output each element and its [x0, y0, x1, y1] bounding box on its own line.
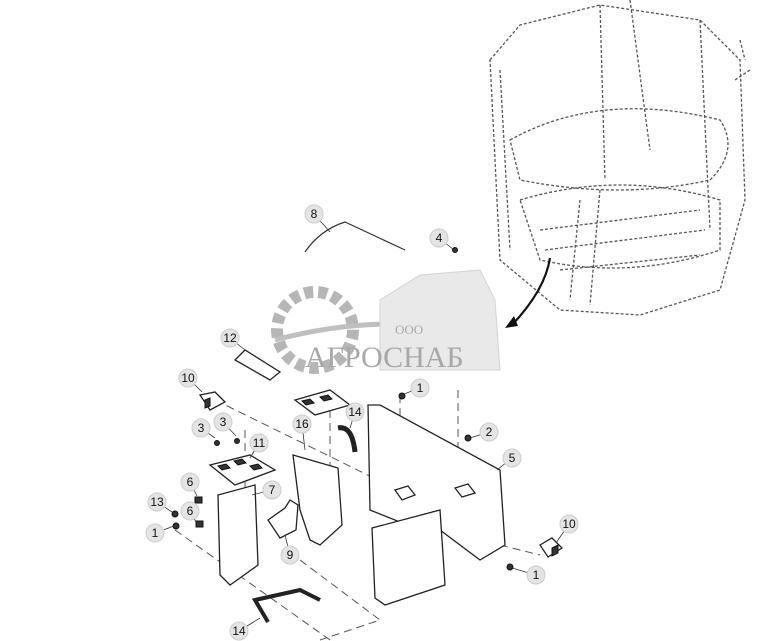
callout-12: 12: [220, 328, 246, 351]
callout-1: 1: [145, 523, 175, 543]
callout-16: 16: [292, 414, 312, 451]
callout-10: 10: [555, 514, 579, 544]
callout-number: 11: [253, 436, 266, 450]
fasteners: [171, 247, 514, 571]
callout-6: 6: [180, 472, 200, 497]
arrow-head: [505, 316, 518, 328]
callout-number: 1: [533, 568, 540, 582]
callout-10: 10: [178, 368, 203, 393]
callout-7: 7: [251, 480, 282, 500]
callout-number: 1: [417, 381, 424, 395]
part-11-fuse-block: [208, 454, 277, 486]
part-5-battery-box: [367, 404, 506, 606]
callout-number: 14: [232, 624, 246, 638]
watermark-name: АГРОСНАБ: [305, 341, 464, 374]
callout-number: 16: [295, 417, 309, 431]
part-12-plate: [233, 349, 282, 381]
callout-14: 14: [345, 402, 365, 429]
cab-frame: [489, 0, 751, 316]
part-14-strap-upper: [337, 425, 358, 453]
part-10-bracket-left: [198, 391, 227, 411]
watermark-prefix: ООО: [395, 322, 423, 337]
callout-number: 9: [287, 548, 294, 562]
callout-11: 11: [249, 433, 269, 459]
part-8-cover: [304, 221, 406, 253]
callout-number: 13: [150, 495, 164, 509]
callout-number: 6: [187, 504, 194, 518]
callout-number: 1: [152, 526, 159, 540]
callout-9: 9: [280, 534, 300, 565]
callout-number: 8: [311, 207, 318, 221]
callout-1: 1: [403, 378, 430, 398]
callout-number: 6: [187, 475, 194, 489]
callout-2: 2: [469, 422, 499, 442]
callout-number: 4: [436, 231, 443, 245]
part-16-mount-plate: [292, 454, 343, 546]
callout-number: 12: [223, 331, 237, 345]
part-7-mount-plate: [217, 484, 259, 586]
callout-4: 4: [429, 228, 455, 251]
callout-6: 6: [180, 501, 200, 523]
callout-number: 10: [181, 371, 195, 385]
callout-number: 2: [486, 425, 493, 439]
callout-3: 3: [191, 418, 216, 439]
watermark-logo: ООО АГРОСНАБ: [271, 269, 501, 374]
callout-3: 3: [213, 412, 237, 437]
part-14-strap-lower: [251, 587, 321, 624]
callout-8: 8: [304, 204, 331, 233]
callout-number: 7: [269, 483, 276, 497]
part-9-clamp: [267, 499, 299, 539]
callout-number: 5: [509, 451, 516, 465]
part-fuse-block-upper: [293, 389, 352, 416]
callout-14: 14: [229, 617, 261, 641]
part-10-bracket-right: [539, 537, 564, 558]
callout-1: 1: [511, 565, 546, 585]
callout-number: 10: [562, 517, 576, 531]
callout-number: 14: [348, 405, 362, 419]
callout-5: 5: [496, 448, 522, 471]
callout-number: 3: [198, 421, 205, 435]
arrow-line: [511, 257, 552, 326]
callout-number: 3: [220, 415, 227, 429]
callout-13: 13: [147, 492, 173, 513]
